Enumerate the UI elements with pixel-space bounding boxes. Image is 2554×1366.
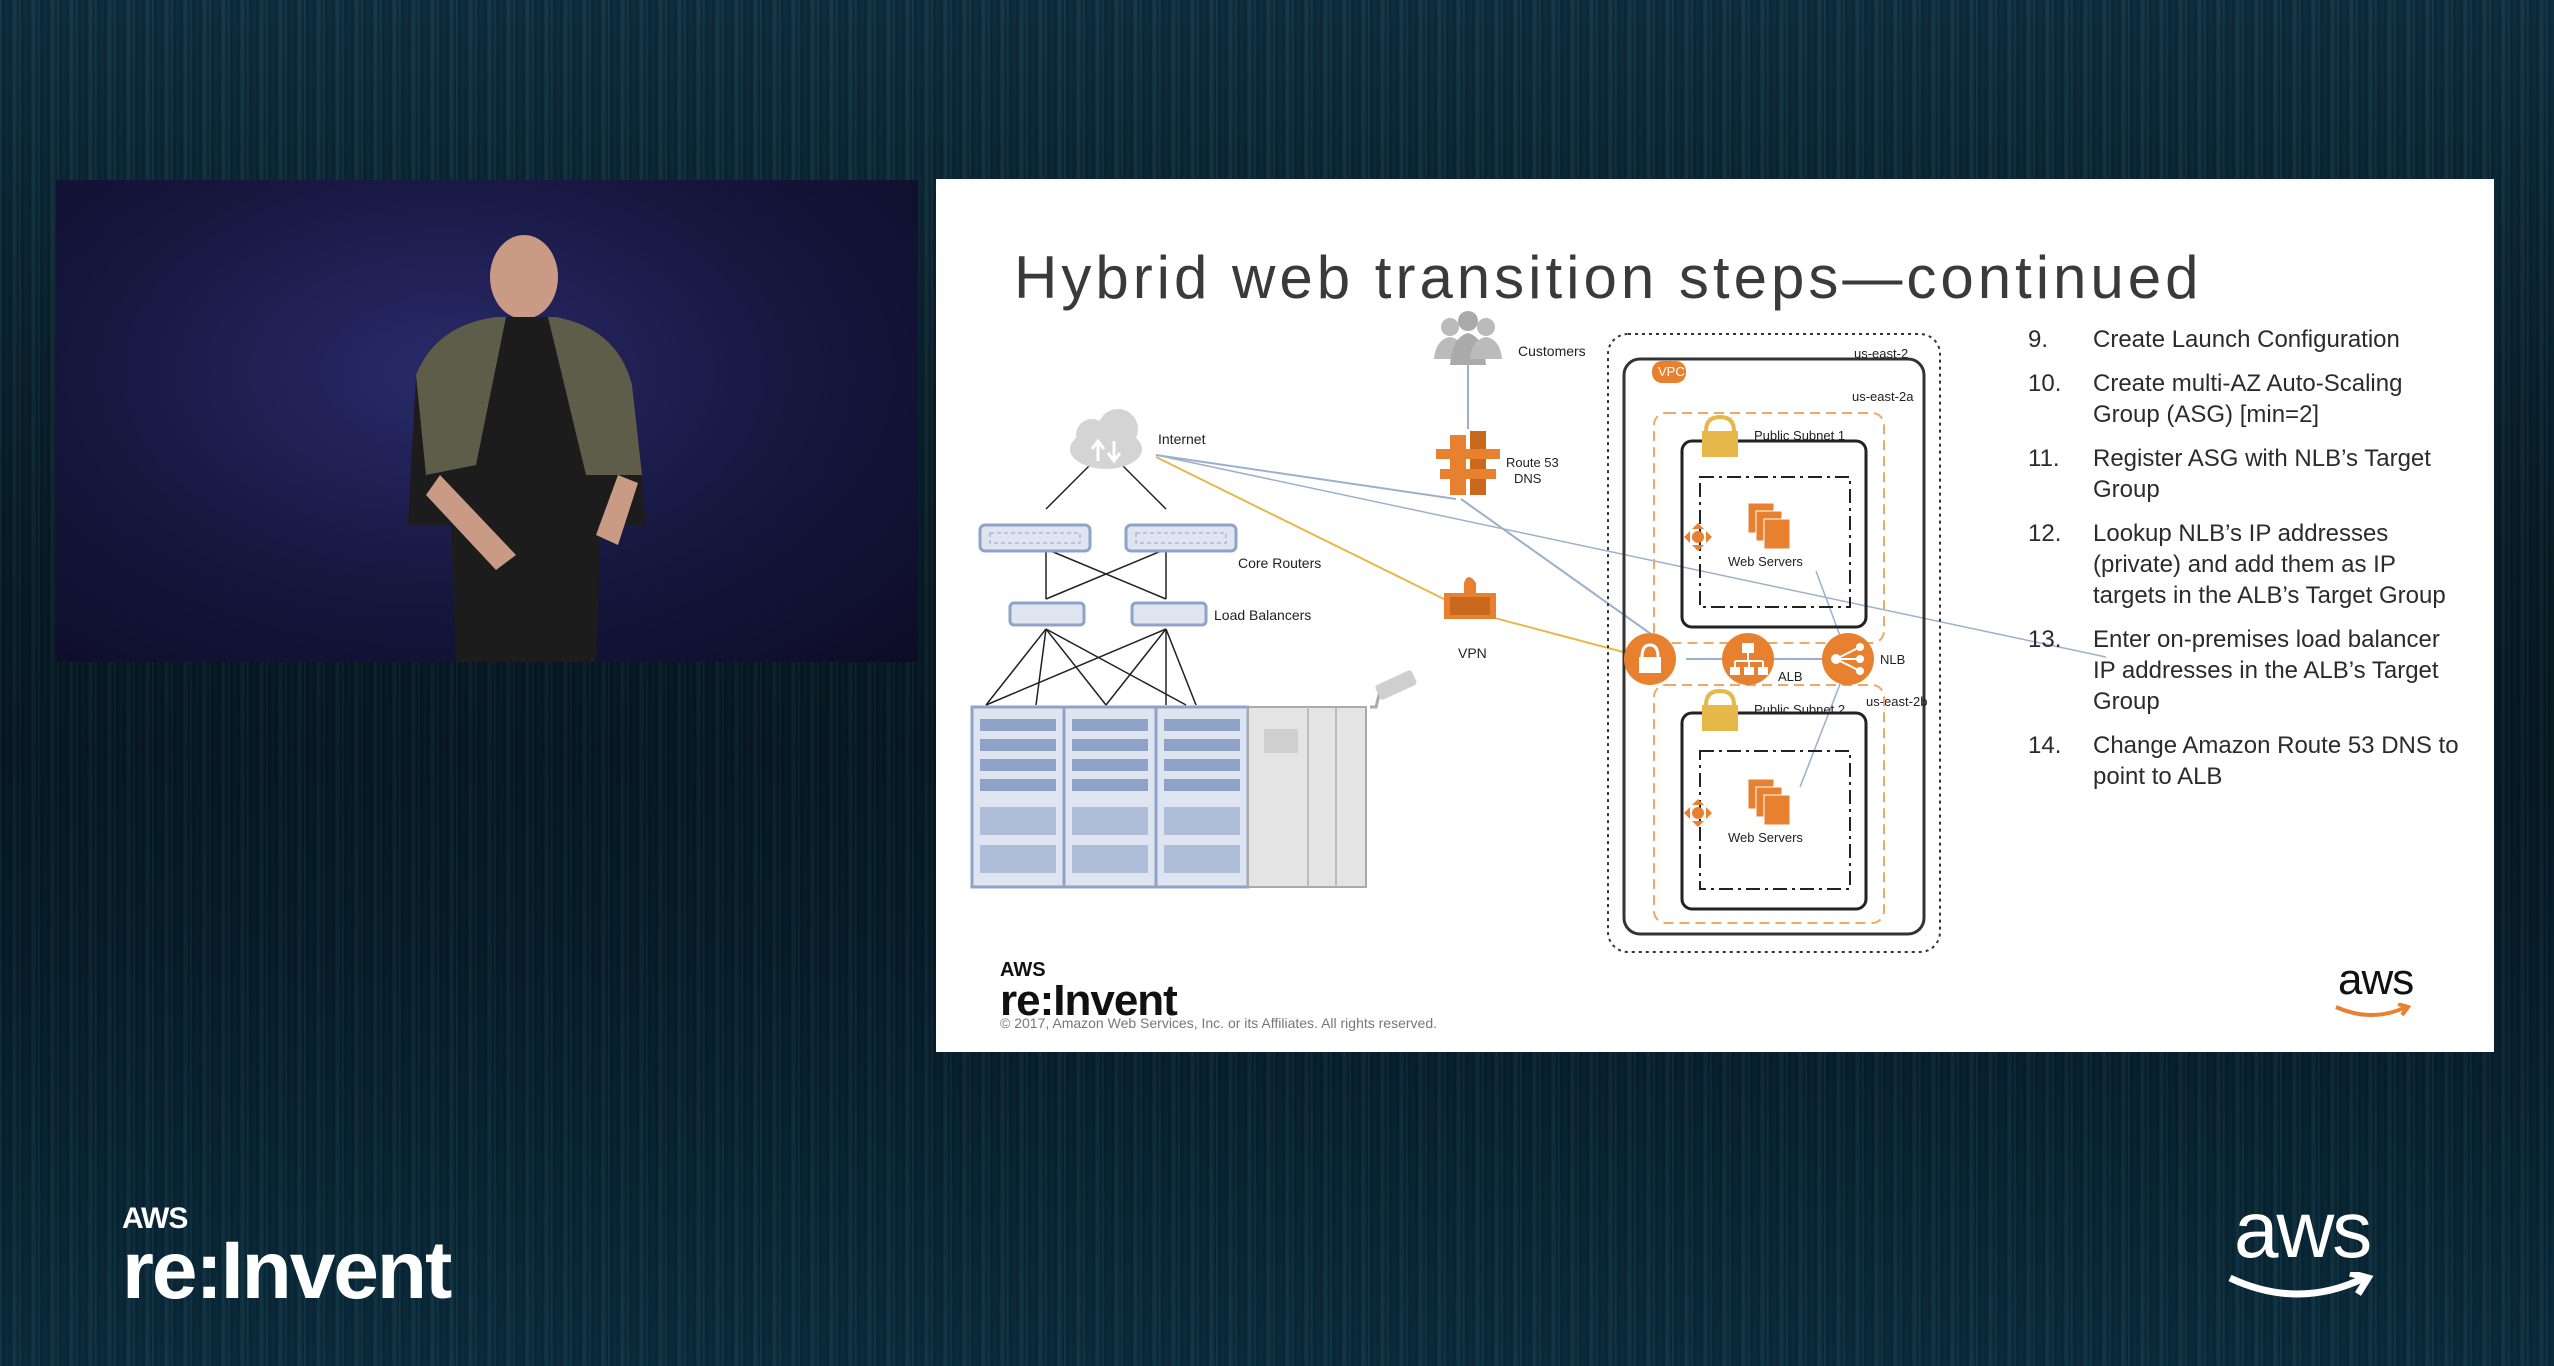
nlb-label: NLB bbox=[1880, 652, 1905, 667]
web-servers-2-label: Web Servers bbox=[1728, 830, 1803, 845]
stage-logo-reinvent: re:Invent bbox=[122, 1225, 450, 1316]
speaker-figure bbox=[356, 225, 696, 662]
customers-icon bbox=[1434, 311, 1502, 365]
step-text: Create multi-AZ Auto-Scaling Group (ASG)… bbox=[2093, 368, 2468, 430]
subnet-lock-icon bbox=[1702, 417, 1738, 457]
step-number: 13. bbox=[2028, 624, 2093, 717]
web-servers-icon-2 bbox=[1748, 779, 1790, 825]
load-balancers-label: Load Balancers bbox=[1214, 607, 1311, 623]
dns-label: DNS bbox=[1514, 471, 1542, 486]
az-b-label: us-east-2b bbox=[1866, 694, 1927, 709]
subnet-lock-icon-2 bbox=[1702, 691, 1738, 731]
steps-list: 9.Create Launch Configuration 10.Create … bbox=[2028, 324, 2468, 805]
vpc-label: VPC bbox=[1658, 364, 1685, 379]
slide-aws-wordmark: aws bbox=[2338, 955, 2413, 1004]
subnet2-label: Public Subnet 2 bbox=[1754, 702, 1845, 717]
internet-cloud-icon bbox=[1070, 409, 1142, 469]
core-router-icon bbox=[980, 525, 1236, 551]
step-text: Create Launch Configuration bbox=[2093, 324, 2468, 355]
alb-icon bbox=[1722, 633, 1774, 685]
web-servers-1-label: Web Servers bbox=[1728, 554, 1803, 569]
web-servers-icon bbox=[1748, 503, 1790, 549]
auto-scaling-icon bbox=[1684, 523, 1712, 551]
nlb-icon bbox=[1822, 633, 1874, 685]
stage-aws-wordmark: aws bbox=[2234, 1185, 2370, 1274]
vpn-gateway-icon bbox=[1624, 633, 1676, 685]
smile-arrow-icon bbox=[2332, 1003, 2412, 1021]
copyright-notice: © 2017, Amazon Web Services, Inc. or its… bbox=[1000, 1015, 1437, 1031]
slide-aws-logo: aws bbox=[2338, 955, 2413, 1005]
az-a-label: us-east-2a bbox=[1852, 389, 1914, 404]
internet-label: Internet bbox=[1158, 431, 1206, 447]
core-routers-label: Core Routers bbox=[1238, 555, 1321, 571]
step-number: 12. bbox=[2028, 518, 2093, 611]
step-item: 9.Create Launch Configuration bbox=[2028, 324, 2468, 355]
speaker-video bbox=[56, 180, 918, 662]
subnet1-label: Public Subnet 1 bbox=[1754, 428, 1845, 443]
step-item: 13.Enter on-premises load balancer IP ad… bbox=[2028, 624, 2468, 717]
step-item: 14.Change Amazon Route 53 DNS to point t… bbox=[2028, 730, 2468, 792]
stage-aws-logo: aws bbox=[2234, 1184, 2370, 1276]
vpn-icon bbox=[1444, 577, 1496, 619]
step-text: Lookup NLB’s IP addresses (private) and … bbox=[2093, 518, 2468, 611]
step-item: 12.Lookup NLB’s IP addresses (private) a… bbox=[2028, 518, 2468, 611]
stage-reinvent-logo: AWS re:Invent bbox=[122, 1206, 450, 1310]
route53-icon bbox=[1436, 431, 1500, 495]
step-item: 11.Register ASG with NLB’s Target Group bbox=[2028, 443, 2468, 505]
step-number: 10. bbox=[2028, 368, 2093, 430]
auto-scaling-icon-2 bbox=[1684, 799, 1712, 827]
alb-label: ALB bbox=[1778, 669, 1803, 684]
step-number: 11. bbox=[2028, 443, 2093, 505]
vpn-label: VPN bbox=[1458, 645, 1487, 661]
step-number: 14. bbox=[2028, 730, 2093, 792]
step-text: Register ASG with NLB’s Target Group bbox=[2093, 443, 2468, 505]
step-item: 10.Create multi-AZ Auto-Scaling Group (A… bbox=[2028, 368, 2468, 430]
customers-label: Customers bbox=[1518, 343, 1586, 359]
load-balancer-icon bbox=[1010, 603, 1206, 625]
presentation-slide: Hybrid web transition steps—continued bbox=[936, 179, 2494, 1052]
step-number: 9. bbox=[2028, 324, 2093, 355]
step-text: Change Amazon Route 53 DNS to point to A… bbox=[2093, 730, 2468, 792]
route53-label: Route 53 bbox=[1506, 455, 1559, 470]
stage-smile-arrow-icon bbox=[2226, 1272, 2376, 1306]
step-text: Enter on-premises load balancer IP addre… bbox=[2093, 624, 2468, 717]
